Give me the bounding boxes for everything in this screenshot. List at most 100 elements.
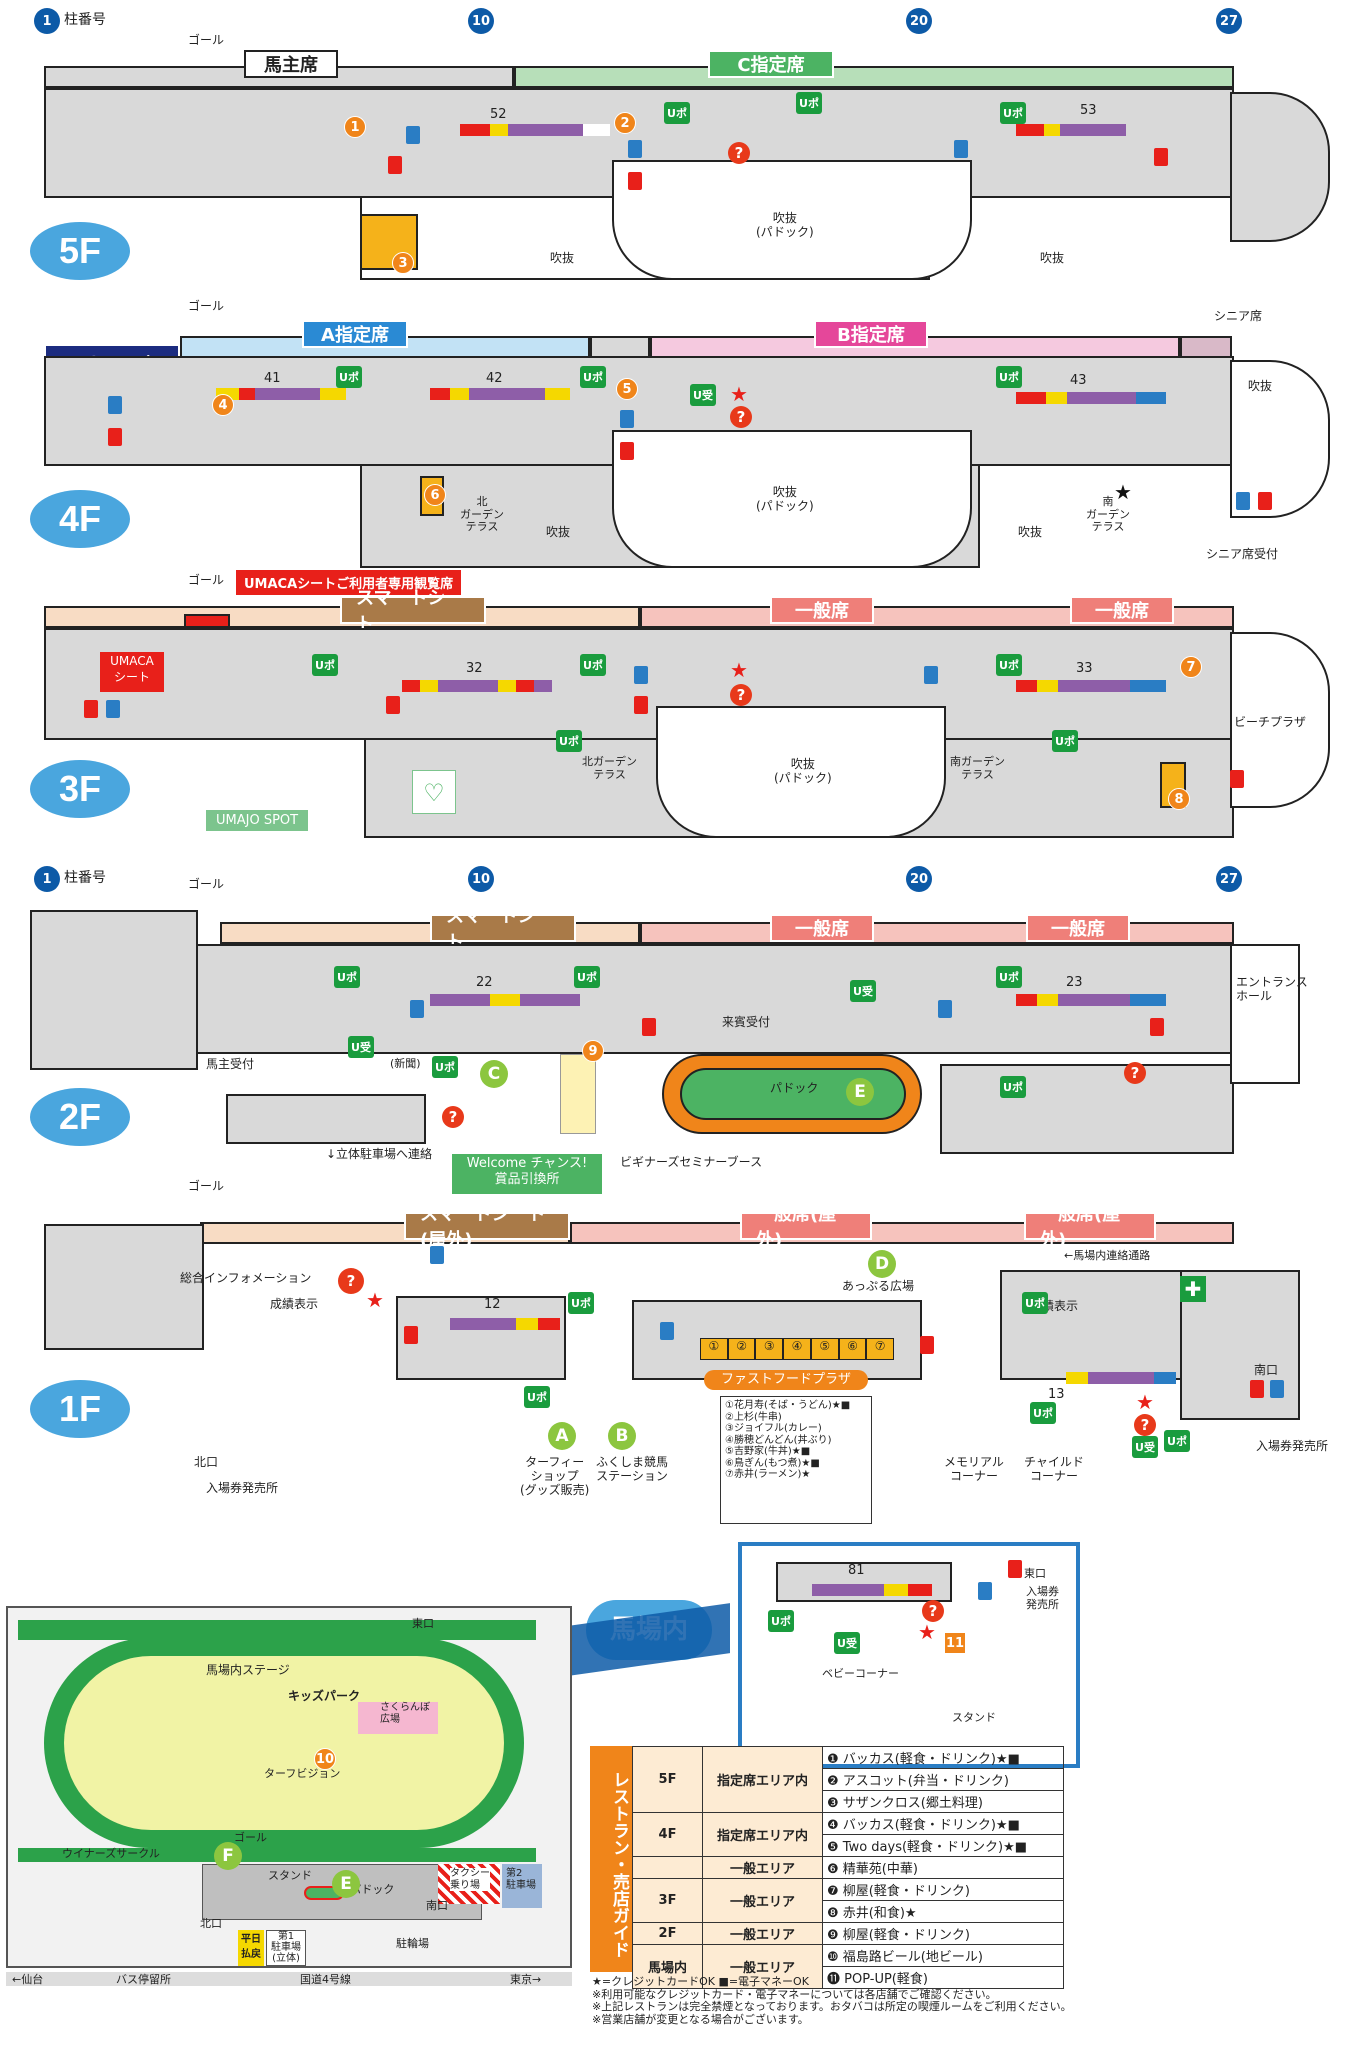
shop-7-marker[interactable]: 7 — [1180, 656, 1202, 678]
shop-6-marker[interactable]: 6 — [424, 484, 446, 506]
f5-void-left: 吹抜 — [550, 251, 575, 265]
f4-senior-label: シニア席 — [1214, 309, 1263, 323]
f2-seatbar-22 — [430, 994, 580, 1006]
f1-seatbar-12 — [450, 1318, 560, 1330]
f1-south-ticket: 入場券発売所 — [1256, 1439, 1329, 1453]
guide-shop: ❽ 赤井(和食)★ — [822, 1900, 1064, 1923]
f4-seatbar-42 — [430, 388, 570, 400]
f1-infield-passage: ←馬場内連絡通路 — [1064, 1249, 1151, 1262]
floor-badge-4f: 4F — [30, 490, 130, 548]
guide-shop: ⓫ POP-UP(軽食) — [822, 1966, 1064, 1989]
shop-9-marker[interactable]: 9 — [582, 1040, 604, 1062]
area-c-marker[interactable]: C — [480, 1060, 508, 1088]
f1-fastfood-list: ①花月寿(そば・うどん)★■ ②上杉(牛串) ③ジョイフル(カレー) ④勝穂どん… — [720, 1396, 872, 1524]
guide-note: ※利用可能なクレジットカード・電子マネーについては各店舗でご確認ください。 — [592, 1987, 997, 2001]
f5-u-pass-icon: Uポ — [664, 102, 690, 124]
f3-info-icon[interactable]: ? — [730, 684, 752, 706]
overview-sendai: ←仙台 — [12, 1973, 44, 1986]
f2-paddock-label: パドック — [770, 1081, 819, 1095]
overview-parking2-area — [502, 1864, 542, 1908]
f2-welcome-booth[interactable]: Welcome チャンス! 賞品引換所 — [452, 1154, 602, 1194]
f5-info-icon[interactable]: ? — [728, 142, 750, 164]
f5-restroom-male-icon-2 — [628, 140, 642, 158]
guide-shop: ❼ 柳屋(軽食・ドリンク) — [822, 1878, 1064, 1901]
f1-info-icon-2[interactable]: ? — [1134, 1414, 1156, 1436]
shop-10-marker[interactable]: 10 — [314, 1748, 336, 1770]
f2-guest-reception: 来賓受付 — [722, 1015, 771, 1029]
f2-info-icon[interactable]: ? — [442, 1106, 464, 1128]
guide-floor: 5F — [632, 1746, 703, 1813]
overview-winners-circle: ウイナーズサークル — [62, 1847, 160, 1860]
overview-bike-parking: 駐輪場 — [396, 1937, 429, 1950]
f2-u-pass-icon: Uポ — [334, 966, 360, 988]
overview-sakuranbo-area — [358, 1702, 438, 1734]
f1-fukushima-station: ふくしま競馬 ステーション — [596, 1455, 669, 1483]
area-e-marker[interactable]: E — [846, 1078, 874, 1106]
overview-map: 東口 馬場内ステージ キッズパーク さくらんぼ 広場 ターフビジョン ゴール ウ… — [6, 1606, 572, 1968]
pillar-1: 1 — [34, 8, 60, 34]
f4-void-left: 吹抜 — [546, 525, 571, 539]
area-b-marker[interactable]: B — [608, 1422, 636, 1450]
f2-info-icon-2[interactable]: ? — [1124, 1062, 1146, 1084]
area-f-marker[interactable]: F — [214, 1842, 242, 1870]
overview-stage: 馬場内ステージ — [206, 1663, 290, 1677]
f3-umaca-stand — [184, 614, 230, 628]
f5-block-52: 52 — [490, 107, 507, 122]
f1-info-icon[interactable]: ? — [338, 1268, 364, 1294]
floor-badge-1f: 1F — [30, 1380, 130, 1438]
shop-3-marker[interactable]: 3 — [392, 252, 414, 274]
f1-u-pass-icon: Uポ — [568, 1292, 594, 1314]
guide-shop: ❶ バッカス(軽食・ドリンク)★■ — [822, 1746, 1064, 1769]
guide-row: ❸ サザンクロス(郷土料理) — [633, 1790, 1064, 1813]
f1-child: チャイルド コーナー — [1024, 1455, 1084, 1483]
shop-11-marker[interactable]: 11 — [944, 1632, 966, 1654]
f4-restroom-male-icon — [108, 396, 122, 414]
f4-restroom-male-icon-3 — [1236, 492, 1250, 510]
shop-4-marker[interactable]: 4 — [212, 394, 234, 416]
f3-restroom-female-icon — [84, 700, 98, 718]
f3-restroom-female-icon-2 — [386, 696, 400, 714]
f3-credit-star-icon: ★ — [730, 658, 748, 682]
infield-ticket: 入場券 発売所 — [1026, 1585, 1059, 1611]
f2-entrance-hall: エントランス ホール — [1236, 975, 1308, 1003]
f2-parking-link: ↓立体駐車場へ連絡 — [326, 1147, 433, 1161]
f3-umajo-spot-label: UMAJO SPOT — [206, 810, 309, 831]
overview-top-track-band — [18, 1620, 536, 1640]
goal-label: ゴール — [188, 33, 225, 47]
overview-goal: ゴール — [234, 1831, 267, 1844]
area-a-marker[interactable]: A — [548, 1422, 576, 1450]
f1-credit-star-icon-2: ★ — [1136, 1390, 1154, 1414]
guide-area: 一般エリア — [702, 1856, 823, 1879]
fastfood-item: ⑤吉野家(牛丼)★■ — [725, 1446, 811, 1457]
f5-seatbar-53 — [1016, 124, 1126, 136]
overview-north-exit: 北口 — [200, 1917, 222, 1930]
f4-atrium — [612, 430, 972, 568]
f4-u-pass-icon-3: Uポ — [996, 366, 1022, 388]
fastfood-item: ②上杉(牛串) — [725, 1411, 782, 1423]
shop-5-marker[interactable]: 5 — [616, 378, 638, 400]
f4-seatbar-41 — [216, 388, 346, 400]
fastfood-item: ③ジョイフル(カレー) — [725, 1423, 822, 1434]
shop-1-marker[interactable]: 1 — [344, 116, 366, 138]
f3-right-structure — [1230, 632, 1330, 808]
guide-note: ※上記レストランは完全禁煙となっております。おタバコは所定の喫煙ルームをご利用く… — [592, 2000, 1072, 2014]
f4-u-pass-icon: Uポ — [336, 366, 362, 388]
shop-8-marker[interactable]: 8 — [1168, 788, 1190, 810]
goal-label: ゴール — [188, 299, 225, 313]
guide-area: 指定席エリア内 — [702, 1812, 823, 1857]
area-d-marker[interactable]: D — [868, 1250, 896, 1278]
infield-info-icon[interactable]: ? — [922, 1600, 944, 1622]
shop-2-marker[interactable]: 2 — [614, 112, 636, 134]
f2-u-receive-icon: U受 — [850, 980, 876, 1002]
guide-shop: ❾ 柳屋(軽食・ドリンク) — [822, 1922, 1064, 1945]
f1-info-label: 総合インフォメーション — [180, 1271, 312, 1285]
f4-senior-reception: シニア席受付 — [1206, 547, 1279, 561]
area-e-overview-marker[interactable]: E — [332, 1870, 360, 1898]
infield-restroom-male-icon — [978, 1582, 992, 1600]
f4-info-icon[interactable]: ? — [730, 406, 752, 428]
f2-restroom-female-icon-2 — [1150, 1018, 1164, 1036]
